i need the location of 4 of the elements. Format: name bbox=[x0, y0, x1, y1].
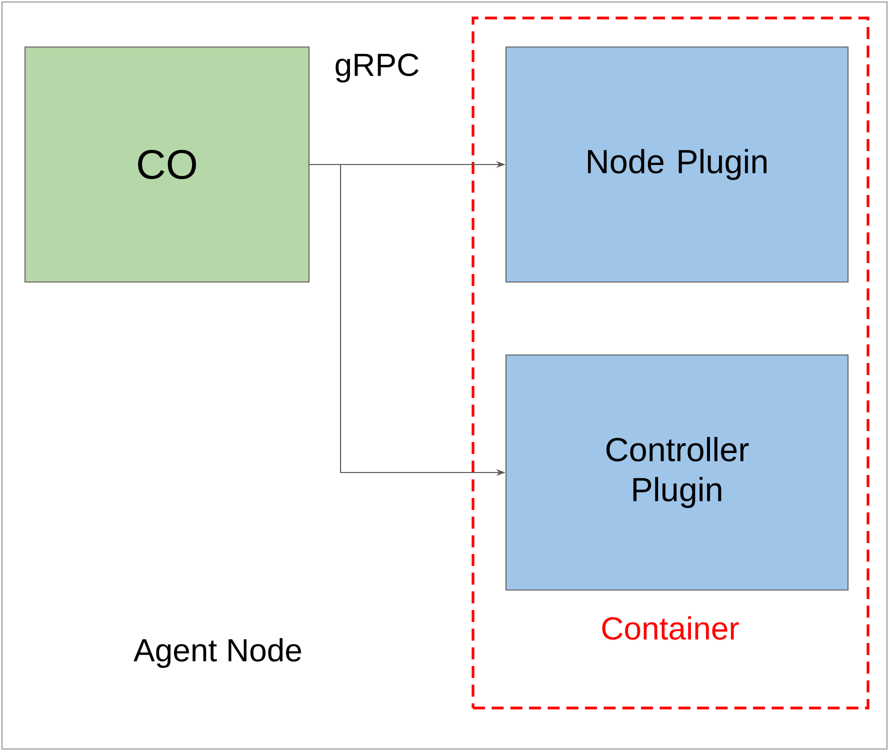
process-box: Node Plugin bbox=[505, 46, 849, 283]
process-box: CO bbox=[24, 46, 310, 283]
protocol-label: gRPC bbox=[336, 54, 418, 82]
process-box: Controller Plugin bbox=[505, 354, 849, 591]
